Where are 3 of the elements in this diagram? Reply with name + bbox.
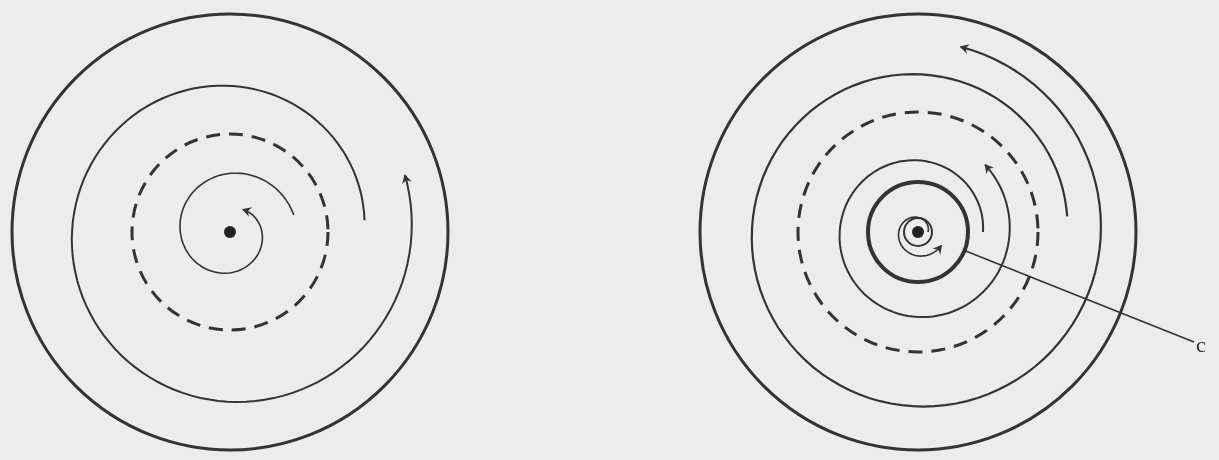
thick-ring bbox=[866, 180, 970, 284]
leader-line bbox=[963, 249, 1195, 343]
part-label: c bbox=[1196, 334, 1206, 356]
